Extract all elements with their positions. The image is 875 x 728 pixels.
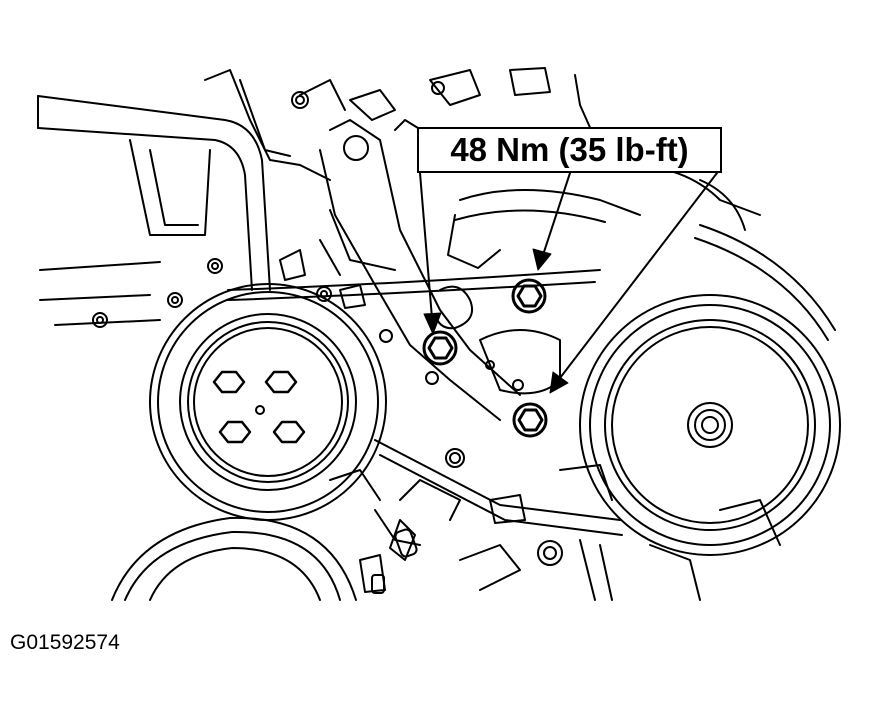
mounting-bolts [422,278,548,438]
accessory-pulley [579,294,841,556]
torque-callout: 48 Nm (35 lb-ft) [417,127,722,173]
arrowhead-upper-right [532,248,552,271]
arrowhead-left [423,312,442,335]
drive-belt [227,224,836,546]
engine-block-outline [37,67,781,601]
callout-arrowheads [423,248,569,394]
crankshaft-pulley [149,283,387,521]
mounting-bolt-upper-right [511,278,547,314]
mounting-bolt-lower-right [512,402,548,438]
figure-id: G01592574 [10,631,120,654]
callout-leaders [419,172,718,379]
mounting-bolt-left [422,330,458,366]
arrowhead-lower-right [549,371,569,394]
lower-pulley [111,516,357,601]
torque-callout-label: 48 Nm (35 lb-ft) [450,131,689,168]
tensioner-bracket [319,119,561,421]
small-bolts [92,81,563,594]
